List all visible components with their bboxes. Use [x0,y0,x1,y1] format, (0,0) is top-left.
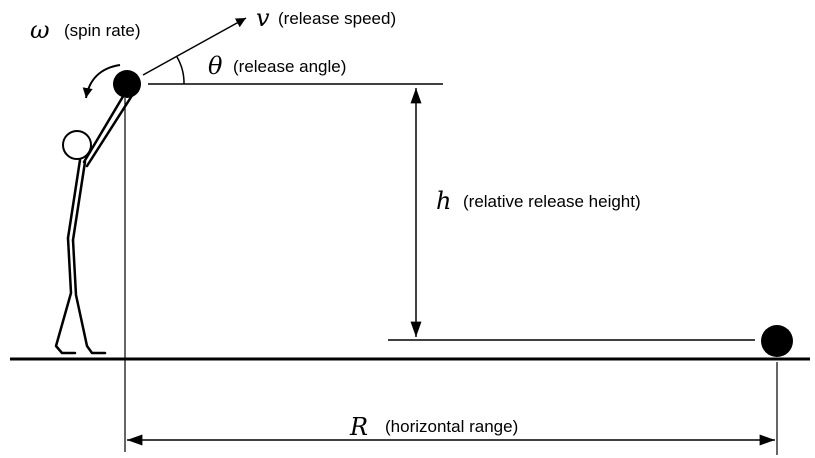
theta-label: (release angle) [233,57,346,76]
shot-ball-release [113,70,141,98]
omega-symbol: ω [30,16,50,44]
spin-arrow [82,64,121,99]
theta-symbol: θ [208,52,223,80]
thrower-figure [54,86,135,355]
v-symbol: v [256,4,270,32]
r-label: (horizontal range) [385,417,518,436]
shot-ball-landing [761,325,793,357]
thrower-head [62,130,92,160]
omega-label: (spin rate) [64,21,141,40]
r-symbol: R [349,413,368,441]
h-label: (relative release height) [463,192,641,211]
release-angle-arc [176,56,185,85]
velocity-arrow [142,17,247,76]
v-label: (release speed) [278,9,396,28]
h-symbol: h [436,187,451,215]
